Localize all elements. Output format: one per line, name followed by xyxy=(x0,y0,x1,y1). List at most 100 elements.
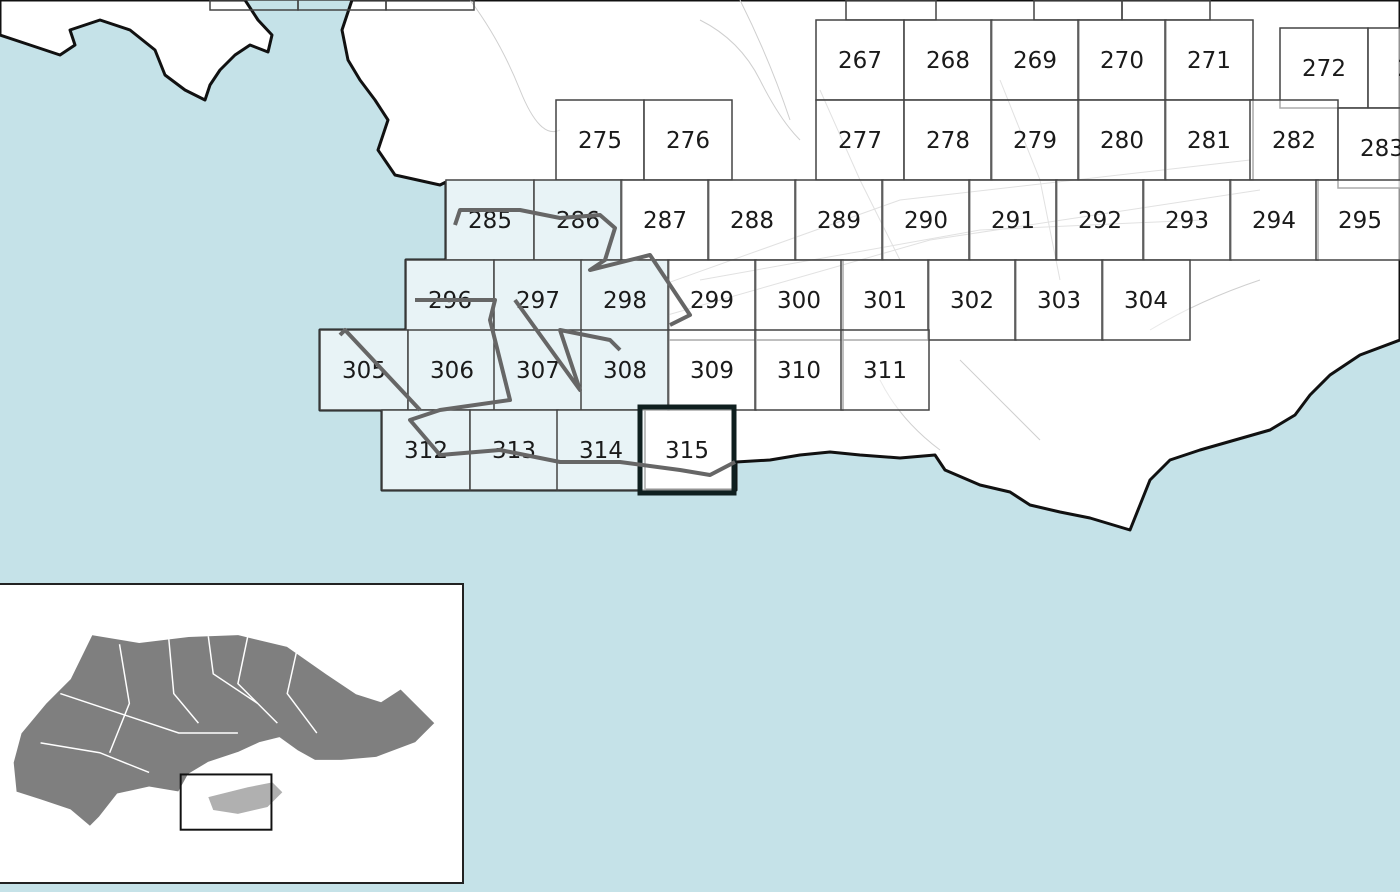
sheet-number-label: 271 xyxy=(1187,48,1231,74)
map-sheet-291[interactable]: 291 xyxy=(968,179,1058,261)
map-sheet-288[interactable]: 288 xyxy=(707,179,797,261)
sheet-frame xyxy=(556,409,646,491)
sheet-frame xyxy=(555,99,645,181)
sheet-number-label: 282 xyxy=(1272,128,1316,154)
map-sheet-272[interactable]: 272 xyxy=(1279,27,1369,109)
sheet-frame xyxy=(990,19,1080,101)
sheet-number-label: 289 xyxy=(817,208,861,234)
sheet-frame xyxy=(754,329,844,411)
sheet-number-label: 306 xyxy=(430,358,474,384)
map-sheet-305[interactable]: 305 xyxy=(319,329,409,411)
map-sheet-267[interactable]: 267 xyxy=(815,19,905,101)
sheet-frame xyxy=(580,259,670,341)
sheet-number-label: 315 xyxy=(665,438,709,464)
sheet-frame xyxy=(903,19,993,101)
sheet-frame xyxy=(840,259,930,341)
map-sheet-268[interactable]: 268 xyxy=(903,19,993,101)
sheet-number-label: 310 xyxy=(777,358,821,384)
sheet-number-label: 278 xyxy=(926,128,970,154)
map-sheet-308[interactable]: 308 xyxy=(580,329,670,411)
map-sheet-306[interactable]: 306 xyxy=(407,329,497,411)
sheet-frame xyxy=(927,259,1017,341)
sheet-number-label: 293 xyxy=(1165,208,1209,234)
sheet-frame xyxy=(407,329,497,411)
sheet-frame xyxy=(1077,99,1167,181)
sheet-grid: 2672682692702712722727527627727827928028… xyxy=(209,0,1400,496)
sheet-frame xyxy=(493,259,583,341)
map-sheet-279[interactable]: 279 xyxy=(990,99,1080,181)
map-sheet-312[interactable]: 312 xyxy=(381,409,471,491)
map-sheet-285[interactable]: 285 xyxy=(445,179,535,261)
map-sheet-271[interactable]: 271 xyxy=(1164,19,1254,101)
sheet-number-label: 287 xyxy=(643,208,687,234)
sheet-frame xyxy=(903,99,993,181)
sheet-number-label: 307 xyxy=(516,358,560,384)
sheet-number-label: 304 xyxy=(1124,288,1168,314)
map-sheet-277[interactable]: 277 xyxy=(815,99,905,181)
sheet-frame xyxy=(1249,99,1339,181)
sheet-number-label: 288 xyxy=(730,208,774,234)
map-sheet-269[interactable]: 269 xyxy=(990,19,1080,101)
map-sheet-315[interactable]: 315 xyxy=(637,404,737,496)
sheet-frame xyxy=(667,259,757,341)
sheet-frame xyxy=(667,329,757,411)
map-sheet-276[interactable]: 276 xyxy=(643,99,733,181)
map-sheet-295[interactable]: 295 xyxy=(1315,179,1400,261)
sheet-frame xyxy=(1142,179,1232,261)
map-sheet-270[interactable]: 270 xyxy=(1077,19,1167,101)
map-sheet-293[interactable]: 293 xyxy=(1142,179,1232,261)
sheet-frame xyxy=(643,99,733,181)
sheet-frame xyxy=(1077,19,1167,101)
map-sheet-281[interactable]: 281 xyxy=(1164,99,1254,181)
map-sheet-301[interactable]: 301 xyxy=(840,259,930,341)
map-sheet-290[interactable]: 290 xyxy=(881,179,971,261)
sheet-frame xyxy=(1337,107,1400,189)
sheet-number-label: 311 xyxy=(863,358,907,384)
map-sheet-289[interactable]: 289 xyxy=(794,179,884,261)
sheet-number-label: 269 xyxy=(1013,48,1057,74)
sheet-number-label: 302 xyxy=(950,288,994,314)
map-sheet-299[interactable]: 299 xyxy=(667,259,757,341)
sheet-number-label: 268 xyxy=(926,48,970,74)
map-sheet-311[interactable]: 311 xyxy=(840,329,930,411)
map-sheet-278[interactable]: 278 xyxy=(903,99,993,181)
locator-inset-svg xyxy=(12,633,437,831)
map-sheet-307[interactable]: 307 xyxy=(493,329,583,411)
map-sheet-283[interactable]: 283 xyxy=(1337,107,1400,189)
map-sheet-298[interactable]: 298 xyxy=(580,259,670,341)
sheet-number-label: 285 xyxy=(468,208,512,234)
sheet-frame xyxy=(620,179,710,261)
map-sheet-280[interactable]: 280 xyxy=(1077,99,1167,181)
sheet-number-label: 272 xyxy=(1302,56,1346,82)
sheet-number-label: 294 xyxy=(1252,208,1296,234)
sheet-frame xyxy=(815,99,905,181)
map-sheet-297[interactable]: 297 xyxy=(493,259,583,341)
map-sheet-294[interactable]: 294 xyxy=(1229,179,1319,261)
sheet-number-label: 292 xyxy=(1078,208,1122,234)
map-sheet-310[interactable]: 310 xyxy=(754,329,844,411)
sheet-frame xyxy=(1101,259,1191,341)
map-sheet-300[interactable]: 300 xyxy=(754,259,844,341)
map-sheet-309[interactable]: 309 xyxy=(667,329,757,411)
sheet-number-label: 300 xyxy=(777,288,821,314)
map-sheet-303[interactable]: 303 xyxy=(1014,259,1104,341)
map-sheet-314[interactable]: 314 xyxy=(556,409,646,491)
sheet-number-label: 270 xyxy=(1100,48,1144,74)
sheet-number-label: 275 xyxy=(578,128,622,154)
map-sheet-304[interactable]: 304 xyxy=(1101,259,1191,341)
sheet-frame xyxy=(319,329,409,411)
inset-focus-area xyxy=(208,782,283,814)
map-sheet-282[interactable]: 282 xyxy=(1249,99,1339,181)
sheet-frame xyxy=(990,99,1080,181)
sheet-number-label: 27 xyxy=(1397,56,1400,82)
map-sheet-273[interactable]: 27 xyxy=(1367,27,1400,109)
map-sheet-302[interactable]: 302 xyxy=(927,259,1017,341)
map-sheet-292[interactable]: 292 xyxy=(1055,179,1145,261)
sheet-frame xyxy=(1055,179,1145,261)
map-sheet-275[interactable]: 275 xyxy=(555,99,645,181)
sheet-number-label: 309 xyxy=(690,358,734,384)
sheet-number-label: 312 xyxy=(404,438,448,464)
sheet-number-label: 290 xyxy=(904,208,948,234)
map-sheet-287[interactable]: 287 xyxy=(620,179,710,261)
